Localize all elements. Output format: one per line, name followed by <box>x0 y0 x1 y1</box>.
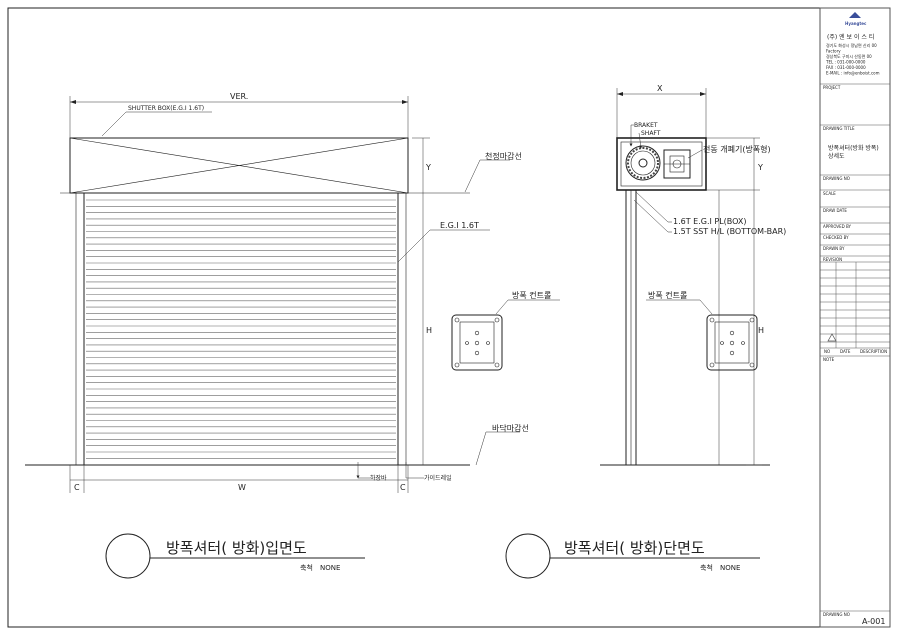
company-address-line: TEL : 031-000-0000 <box>825 60 866 65</box>
checked-label: CHECKED BY <box>823 235 849 240</box>
drawing-title-line1: 방폭셔터(방화 방폭) <box>828 144 879 152</box>
section-dim-x: X <box>657 84 663 93</box>
section-dim-y: Y <box>757 163 763 172</box>
company-address-line: E-MAIL : info@enboist.com <box>826 71 880 76</box>
company-address-line: 경상북도 구미시 산동면 00 <box>826 53 872 59</box>
elevation-control-label: 방폭 컨트롤 <box>512 290 551 300</box>
section-title: 방폭셔터( 방화)단면도 <box>564 539 705 557</box>
section-control-box <box>706 314 758 371</box>
section-scale-value: NONE <box>720 564 740 572</box>
guide-rail-label: 가이드레일 <box>424 474 452 482</box>
company-address-line: FAX : 031-000-0000 <box>826 65 866 70</box>
drawing-no-label: DRAWING NO <box>823 176 850 181</box>
sheet-number: A-001 <box>862 617 885 626</box>
approved-label: APPROVED BY <box>823 224 852 229</box>
elevation-scale-value: NONE <box>320 564 340 572</box>
sheet-label: DRAWING NO <box>823 612 850 617</box>
scale-field-label: SCALE <box>823 191 836 196</box>
elevation-dim-c-left: C <box>74 483 80 492</box>
braket-label: BRAKET <box>634 122 658 129</box>
logo-text: Hyangtec <box>845 21 867 26</box>
drawing-title-line2: 상세도 <box>828 152 845 160</box>
section-bottom-bar-label: 1.5T SST H/L (BOTTOM-BAR) <box>673 227 786 236</box>
shutter-curtain <box>83 192 399 466</box>
section-dim-h: H <box>758 326 764 335</box>
box-plate-label: 1.6T E.G.I PL(BOX) <box>673 217 747 226</box>
section-view: X BRAKET SHAFT 전동 개폐기(방폭형) 1.6T E.G.I PL… <box>505 84 786 579</box>
elevation-view: VER. SHUTTER BOX(E.G.I 1.6T) 천정마감선 E.G.I… <box>25 92 560 579</box>
shutter-box-label: SHUTTER BOX(E.G.I 1.6T) <box>128 105 204 112</box>
curtain-label: E.G.I 1.6T <box>440 221 479 230</box>
project-label: PROJECT <box>823 85 841 90</box>
logo-icon <box>849 12 861 18</box>
drawn-label: DRAWN BY <box>823 246 845 251</box>
ceiling-line-label: 천정마감선 <box>485 151 522 161</box>
section-control-label: 방폭 컨트롤 <box>648 290 687 300</box>
floor-line-label: 바닥마감선 <box>492 423 529 433</box>
elevation-scale-label: 축척 <box>300 563 313 572</box>
elevation-control-box <box>451 314 503 371</box>
section-scale-label: 축척 <box>700 563 713 572</box>
rev-col-no: NO <box>824 349 830 354</box>
revision-label: REVISION <box>823 257 842 262</box>
bottom-bar-label: 하장바 <box>370 474 387 482</box>
elevation-dim-h: H <box>426 326 432 335</box>
company-address-line: 경기도 화성시 정남면 신리 00 <box>826 42 877 48</box>
shaft-label: SHAFT <box>641 130 661 137</box>
elevation-dim-ver: VER. <box>230 92 248 101</box>
elevation-dim-c-right: C <box>400 483 406 492</box>
company-name: (주) 엔 보 이 스 티 <box>827 33 874 41</box>
elevation-dim-y: Y <box>425 163 431 172</box>
elevation-title: 방폭셔터( 방화)입면도 <box>166 539 307 557</box>
section-title-circle <box>505 533 551 579</box>
drawing-title-label: DRAWING TITLE <box>823 126 855 131</box>
curtain-slats <box>86 199 396 459</box>
rev-col-desc: DESCRIPTION <box>860 349 887 354</box>
note-label: NOTE <box>823 357 835 362</box>
title-block: Hyangtec (주) 엔 보 이 스 티 경기도 화성시 정남면 신리 00… <box>819 7 891 628</box>
motor-label: 전동 개폐기(방폭형) <box>703 144 771 154</box>
section-box <box>616 137 707 191</box>
sheet-border <box>7 7 891 628</box>
rev-col-date: DATE <box>840 349 851 354</box>
draw-date-label: DRAW DATE <box>823 208 847 213</box>
elevation-title-circle <box>105 533 151 579</box>
company-address-line: Factory <box>826 49 841 54</box>
revision-table <box>820 269 890 343</box>
elevation-dim-w: W <box>238 483 246 492</box>
revision-triangle-icon <box>827 333 837 342</box>
shaft-drum <box>625 145 661 181</box>
